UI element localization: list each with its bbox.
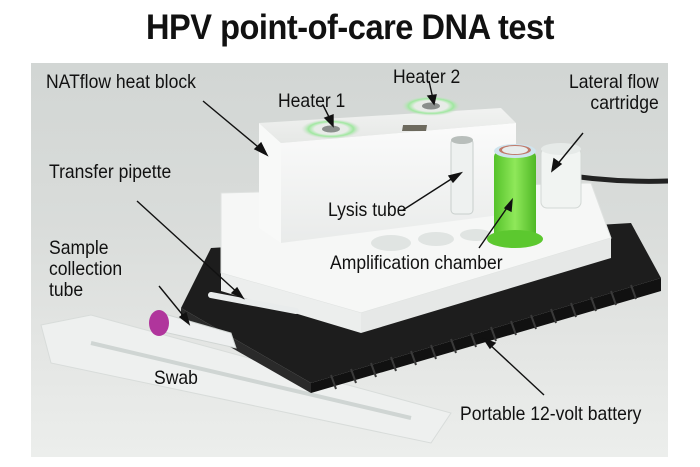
- label-lateral-flow-line2: cartridge: [590, 92, 659, 114]
- label-lateral-flow: Lateral flow cartridge: [569, 72, 659, 114]
- device-illustration: [40, 80, 668, 444]
- label-lysis-tube: Lysis tube: [328, 199, 407, 221]
- transfer-pipette: [208, 292, 299, 314]
- label-heat-block: NATflow heat block: [46, 71, 196, 93]
- label-swab: Swab: [154, 367, 198, 389]
- label-amplification-chamber: Amplification chamber: [330, 252, 503, 274]
- label-sample-line3: tube: [49, 279, 84, 301]
- label-transfer-pipette: Transfer pipette: [49, 161, 172, 183]
- sample-collection-tube: [149, 310, 237, 349]
- amplification-chamber: [487, 144, 543, 248]
- label-battery: Portable 12-volt battery: [460, 403, 642, 425]
- figure-title: HPV point-of-care DNA test: [145, 8, 555, 47]
- label-sample-line2: collection: [49, 258, 123, 280]
- swab-package: [40, 314, 452, 444]
- device-photo: NATflow heat block Heater 1 Heater 2 Lat…: [31, 63, 668, 457]
- label-sample-collection-tube: Sample collection tube: [49, 238, 122, 301]
- label-heater-1: Heater 1: [278, 90, 346, 112]
- pointer-arrows: [136, 80, 584, 396]
- lysis-tube: [450, 136, 474, 215]
- label-sample-line1: Sample: [49, 237, 109, 259]
- label-heater-2: Heater 2: [393, 66, 461, 88]
- label-lateral-flow-line1: Lateral flow: [569, 71, 659, 93]
- lateral-flow-cartridge: [540, 143, 582, 209]
- display-window: [402, 125, 428, 131]
